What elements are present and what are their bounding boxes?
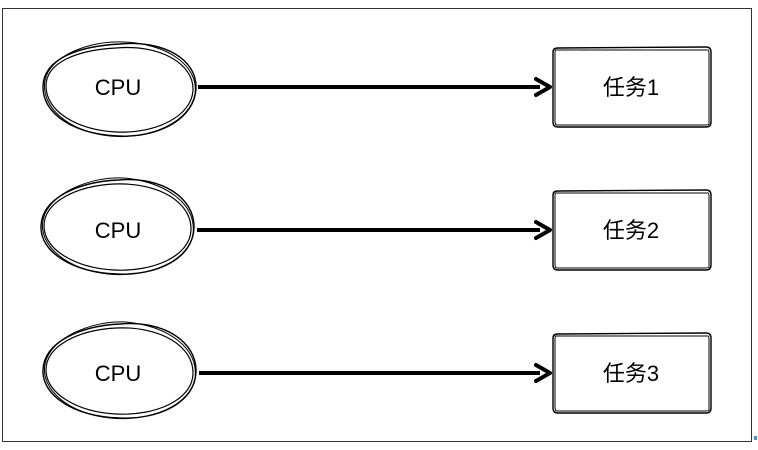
task-node-1: 任务1 xyxy=(552,46,712,128)
cpu-node-1: CPU xyxy=(42,41,197,138)
cpu-label-2: CPU xyxy=(95,218,141,243)
task-label-1: 任务1 xyxy=(603,75,659,100)
row-2: CPU 任务2 xyxy=(40,177,712,276)
diagram-frame xyxy=(2,8,752,442)
arrow-2 xyxy=(197,220,552,240)
row-3: CPU 任务3 xyxy=(42,321,712,420)
task-node-2: 任务2 xyxy=(552,189,712,271)
arrow-3 xyxy=(199,363,552,383)
row-1: CPU 任务1 xyxy=(42,41,712,138)
cpu-node-3: CPU xyxy=(42,321,197,420)
task-node-3: 任务3 xyxy=(552,332,712,414)
task-label-2: 任务2 xyxy=(603,218,659,243)
edge-marker xyxy=(754,436,757,440)
cpu-label-1: CPU xyxy=(95,75,141,100)
cpu-label-3: CPU xyxy=(95,361,141,386)
task-label-3: 任务3 xyxy=(603,361,659,386)
arrow-1 xyxy=(198,77,552,97)
cpu-node-2: CPU xyxy=(40,177,195,276)
